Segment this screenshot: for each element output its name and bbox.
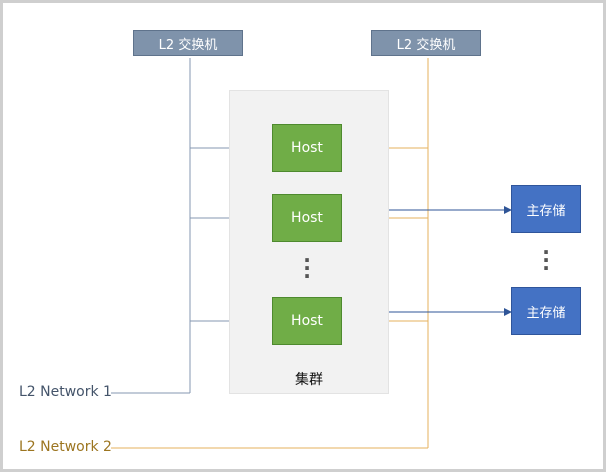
host-2: Host	[272, 194, 342, 242]
primary-storage-2: 主存储	[511, 287, 581, 335]
host-ellipsis: · · ·	[303, 248, 311, 288]
host-1: Host	[272, 124, 342, 172]
l2-switch-2-label: L2 交换机	[396, 37, 456, 53]
host-2-label: Host	[291, 210, 323, 226]
l2-switch-1: L2 交换机	[133, 30, 243, 56]
host-1-label: Host	[291, 140, 323, 156]
l2-network-1-label: L2 Network 1	[19, 384, 112, 400]
primary-storage-1: 主存储	[511, 185, 581, 233]
l2-network-2-label: L2 Network 2	[19, 439, 112, 455]
l2-switch-2: L2 交换机	[371, 30, 481, 56]
host-3-label: Host	[291, 313, 323, 329]
primary-storage-2-label: 主存储	[526, 305, 566, 321]
cluster-label: 集群	[295, 372, 323, 388]
primary-storage-1-label: 主存储	[526, 203, 566, 219]
l2-switch-1-label: L2 交换机	[158, 37, 218, 53]
host-3: Host	[272, 297, 342, 345]
storage-ellipsis: · · ·	[542, 240, 550, 280]
